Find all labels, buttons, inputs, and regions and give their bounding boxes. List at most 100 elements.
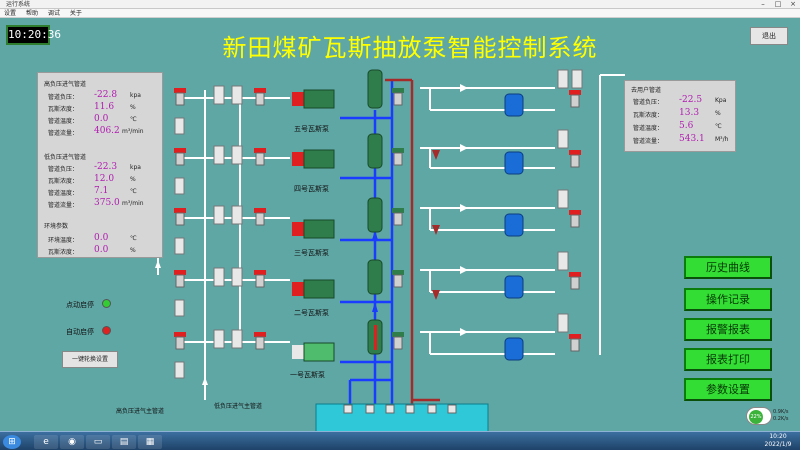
row-label: 管道温度：: [48, 118, 79, 125]
row-label: 瓦斯浓度：: [48, 178, 79, 185]
row-label: 管道流量：: [633, 138, 664, 145]
net-down-speed: 0.2K/s: [773, 416, 789, 422]
pump-5-label: 五号瓦斯泵: [294, 125, 329, 133]
user-temp-row: 管道温度： 5.6 ℃: [633, 121, 763, 132]
row-unit: ℃: [130, 235, 137, 242]
row-unit: kpa: [130, 164, 141, 171]
operation-log-button[interactable]: 操作记录: [684, 288, 772, 311]
high-main-pipe-label: 高负压进气主管道: [116, 408, 165, 415]
row-unit: ℃: [130, 188, 137, 195]
low-pipe-header: 低负压进气管道: [44, 154, 87, 161]
user-flow-value: 543.1: [679, 134, 705, 144]
user-pipe-panel: 去用户管道 管道负压： -22.5 Kpa 瓦斯浓度： 13.3 % 管道温度：…: [624, 80, 736, 152]
row-unit: ℃: [130, 116, 137, 123]
ie-icon[interactable]: e: [34, 435, 58, 449]
env-temp-row: 环境温度： 0.0 ℃: [48, 233, 178, 244]
eye-icon[interactable]: ◉: [60, 435, 84, 449]
low-flow-row: 管道流量： 375.0 m³/min: [48, 198, 178, 209]
user-temp-value: 5.6: [679, 121, 694, 131]
tray-clock[interactable]: 10:20 2022/1/9: [758, 433, 798, 449]
low-flow-value: 375.0: [94, 198, 120, 208]
auto-start-label: 自动启停: [66, 328, 94, 336]
menu-settings[interactable]: 设置: [4, 10, 17, 17]
high-temp-row: 管道温度： 0.0 ℃: [48, 114, 178, 125]
row-unit: kpa: [130, 92, 141, 99]
user-flow-row: 管道流量： 543.1 M³/h: [633, 134, 763, 145]
row-label: 管道流量：: [48, 202, 79, 209]
low-temp-value: 7.1: [94, 186, 109, 196]
row-unit: %: [130, 247, 136, 254]
user-pressure-row: 管道负压： -22.5 Kpa: [633, 95, 763, 106]
high-pressure-value: -22.8: [94, 90, 118, 100]
row-unit: %: [130, 104, 136, 111]
high-temp-value: 0.0: [94, 114, 109, 124]
folder-icon[interactable]: ▭: [86, 435, 110, 449]
net-up-speed: 0.9K/s: [773, 409, 789, 415]
low-gas-row: 瓦斯浓度： 12.0 %: [48, 174, 178, 185]
point-start-label: 点动启停: [66, 301, 94, 309]
start-orb-icon[interactable]: ⊞: [3, 435, 21, 449]
row-label: 瓦斯浓度：: [48, 249, 79, 256]
close-icon[interactable]: ×: [790, 0, 796, 8]
row-unit: m³/min: [122, 200, 144, 207]
row-label: 环境温度：: [48, 237, 79, 244]
report-print-button[interactable]: 报表打印: [684, 348, 772, 371]
taskbar: ⊞ e ◉ ▭ ▤ ▦ 10:20 2022/1/9: [0, 431, 800, 450]
pump-4-label: 四号瓦斯泵: [294, 185, 329, 193]
gauge-percent: 22%: [749, 410, 763, 424]
point-start-led[interactable]: [102, 299, 111, 308]
row-unit: %: [715, 110, 721, 117]
high-flow-value: 406.2: [94, 126, 120, 136]
row-label: 管道负压：: [48, 166, 79, 173]
tray-time: 10:20: [769, 433, 787, 440]
env-gas-value: 0.0: [94, 245, 109, 255]
history-curve-button[interactable]: 历史曲线: [684, 256, 772, 279]
low-gas-value: 12.0: [94, 174, 115, 184]
user-pressure-value: -22.5: [679, 95, 703, 105]
user-gas-row: 瓦斯浓度： 13.3 %: [633, 108, 763, 119]
row-unit: M³/h: [715, 136, 729, 143]
low-main-pipe-label: 低负压进气主管道: [214, 403, 263, 410]
exit-button[interactable]: 退出: [750, 27, 788, 45]
alarm-report-button[interactable]: 报警报表: [684, 318, 772, 341]
user-pipe-header: 去用户管道: [631, 87, 662, 94]
row-label: 瓦斯浓度：: [48, 106, 79, 113]
window-title: 运行系统: [6, 1, 31, 8]
env-header: 环境参数: [44, 223, 69, 230]
low-pressure-value: -22.3: [94, 162, 118, 172]
high-gas-value: 11.6: [94, 102, 115, 112]
page-title: 新田煤矿瓦斯抽放泵智能控制系统: [222, 34, 598, 62]
minimize-icon[interactable]: –: [761, 0, 765, 8]
menu-debug[interactable]: 调试: [47, 10, 60, 17]
maximize-icon[interactable]: □: [774, 0, 782, 8]
pump-2-label: 二号瓦斯泵: [294, 309, 329, 317]
parameter-settings-button[interactable]: 参数设置: [684, 378, 772, 401]
network-speed: 0.9K/s 0.2K/s: [773, 409, 789, 423]
pump-1-label: 一号瓦斯泵: [290, 371, 325, 379]
high-gas-row: 瓦斯浓度： 11.6 %: [48, 102, 178, 113]
menu-bar: 设置 帮助 调试 关于: [0, 9, 800, 18]
window-titlebar: 运行系统 – □ ×: [0, 0, 800, 9]
high-flow-row: 管道流量： 406.2 m³/min: [48, 126, 178, 137]
explorer-icon[interactable]: ▤: [112, 435, 136, 449]
row-unit: m³/min: [122, 128, 144, 135]
app-window-icon[interactable]: ▦: [138, 435, 162, 449]
menu-about[interactable]: 关于: [69, 10, 82, 17]
rotation-settings-button[interactable]: 一键轮换设置: [62, 351, 118, 368]
row-label: 瓦斯浓度：: [633, 112, 664, 119]
auto-start-led[interactable]: [102, 326, 111, 335]
tray-date: 2022/1/9: [764, 441, 792, 448]
high-pipe-header: 高负压进气管道: [44, 81, 87, 88]
row-unit: %: [130, 176, 136, 183]
digital-clock: 10:20:36: [6, 25, 61, 45]
high-pressure-row: 管道负压： -22.8 kpa: [48, 90, 178, 101]
user-gas-value: 13.3: [679, 108, 700, 118]
row-label: 管道温度：: [633, 125, 664, 132]
env-gas-row: 瓦斯浓度： 0.0 %: [48, 245, 178, 256]
network-gauge: 22%: [746, 407, 772, 425]
low-pressure-row: 管道负压： -22.3 kpa: [48, 162, 178, 173]
row-label: 管道流量：: [48, 130, 79, 137]
menu-help[interactable]: 帮助: [25, 10, 38, 17]
row-label: 管道负压：: [48, 94, 79, 101]
